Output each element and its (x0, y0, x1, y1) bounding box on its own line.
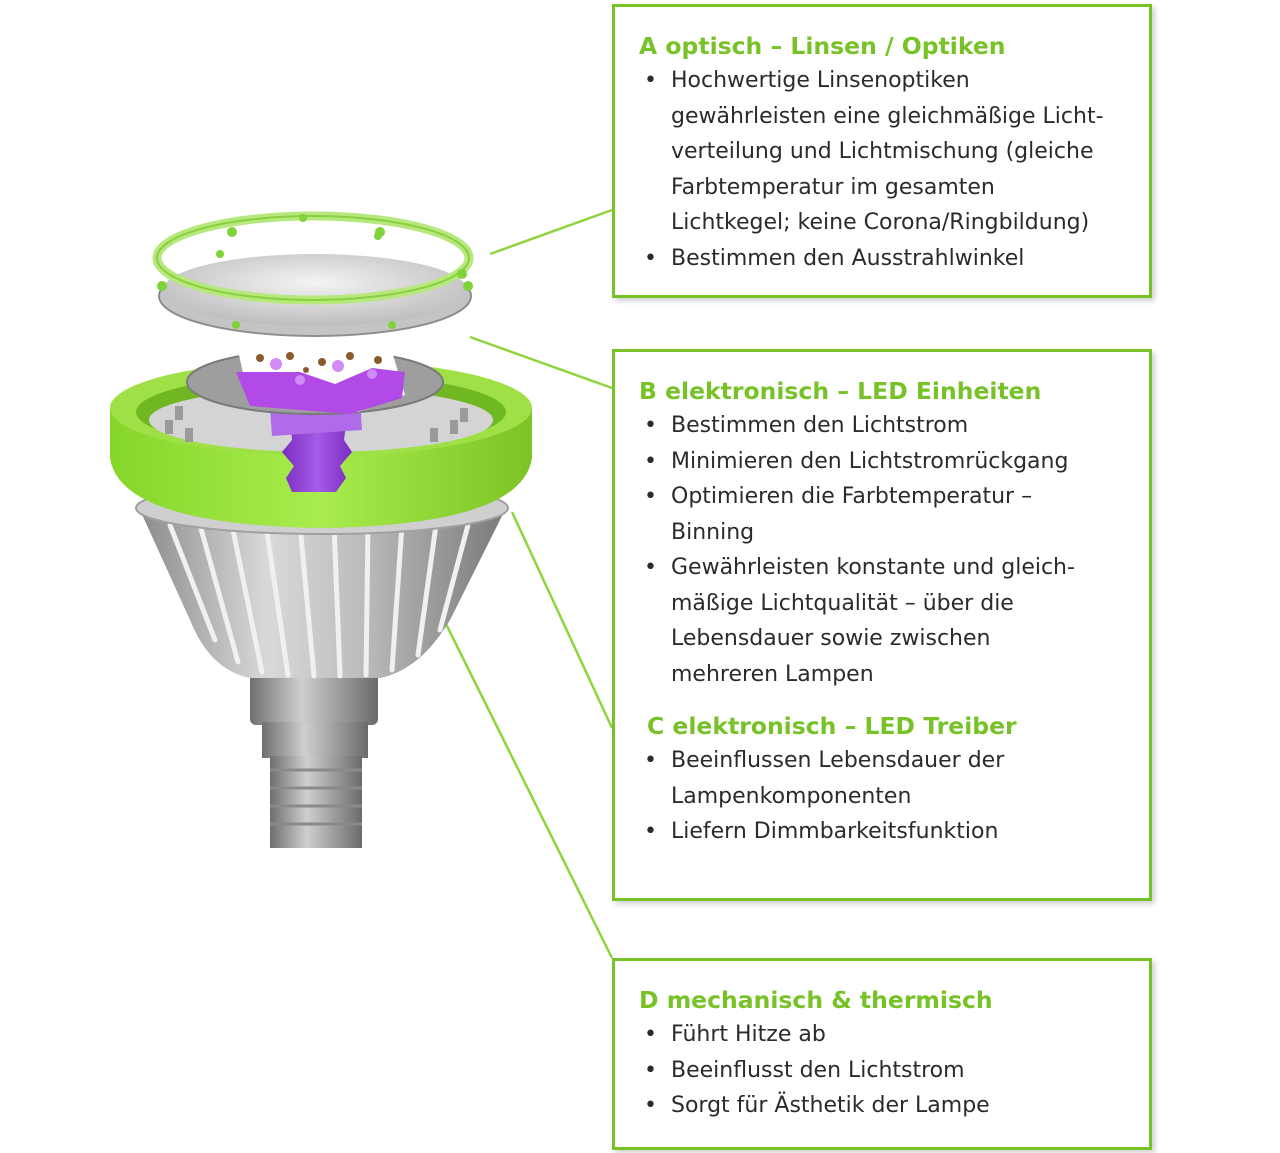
callout-box-d: D mechanisch & thermisch Führt Hitze ab … (612, 958, 1152, 1150)
box-d-title: D mechanisch & thermisch (639, 986, 993, 1014)
callout-box-b-c: B elektronisch – LED Einheiten Bestimmen… (612, 349, 1152, 901)
lamp-base (250, 670, 378, 848)
box-c-list: Beeinflussen Lebensdauer der Lampenkompo… (639, 743, 1129, 850)
callout-box-a: A optisch – Linsen / Optiken Hochwertige… (612, 4, 1152, 298)
box-b-title: B elektronisch – LED Einheiten (639, 377, 1042, 405)
list-item: Hochwertige Linsenoptiken gewährleisten … (639, 63, 1129, 241)
box-b-list: Bestimmen den Lichtstrom Minimieren den … (639, 408, 1129, 692)
box-a-title: A optisch – Linsen / Optiken (639, 32, 1006, 60)
box-d-list: Führt Hitze ab Beeinflusst den Lichtstro… (639, 1017, 1129, 1124)
list-item: Optimieren die Farbtemperatur – Binning (639, 479, 1129, 550)
list-item: Führt Hitze ab (639, 1017, 1129, 1053)
list-item: Sorgt für Ästhetik der Lampe (639, 1088, 1129, 1124)
connector-lines (438, 208, 614, 959)
list-item: Minimieren den Lichtstromrückgang (639, 444, 1129, 480)
connector-c (510, 511, 614, 729)
led-unit-board (186, 345, 444, 415)
list-item: Bestimmen den Lichtstrom (639, 408, 1129, 444)
connector-b (469, 335, 613, 390)
box-a-list: Hochwertige Linsenoptiken gewährleisten … (639, 63, 1129, 276)
list-item: Gewährleisten konstante und gleich- mäßi… (639, 550, 1129, 692)
retaining-ring (152, 211, 474, 305)
list-item: Bestimmen den Ausstrahlwinkel (639, 241, 1129, 277)
list-item: Beeinflussen Lebensdauer der Lampenkompo… (639, 743, 1129, 814)
list-item: Liefern Dimmbarkeitsfunktion (639, 814, 1129, 850)
box-c-title: C elektronisch – LED Treiber (647, 712, 1017, 740)
connector-d (438, 611, 614, 959)
connector-a (489, 208, 613, 256)
list-item: Beeinflusst den Lichtstrom (639, 1053, 1129, 1089)
